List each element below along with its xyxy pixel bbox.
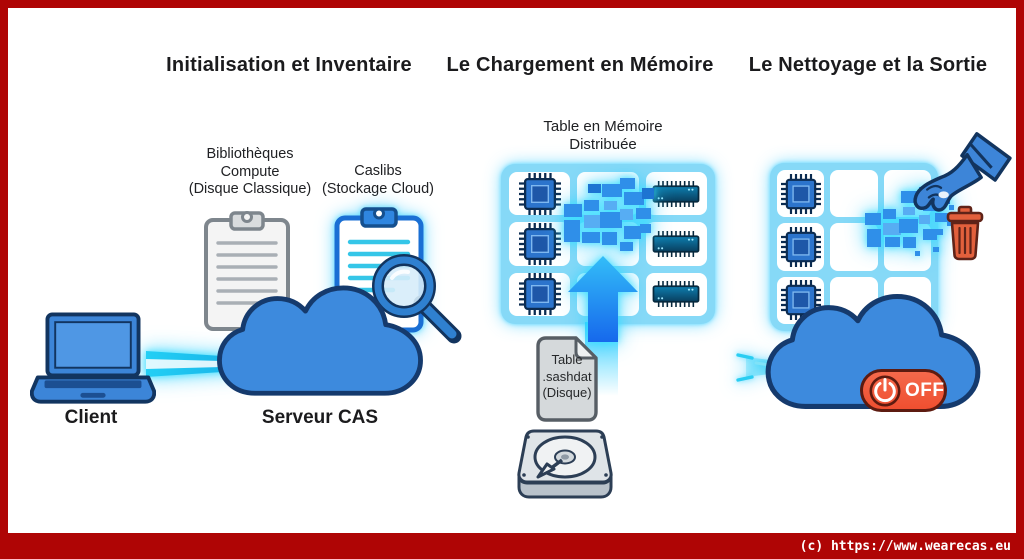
data-blocks-icon	[564, 178, 654, 251]
ram-module-icon	[650, 281, 702, 307]
footer-bar: (c) https://www.wearecas.eu	[0, 533, 1024, 559]
label-bibliotheques-compute: Bibliothèques Compute (Disque Classique)	[188, 146, 312, 198]
copyright-text: (c) https://www.wearecas.eu	[799, 538, 1011, 554]
load-to-memory-arrow-icon	[568, 256, 638, 342]
cpu-chip-icon	[519, 173, 561, 215]
cpu-chip-icon	[519, 223, 561, 265]
grid-cell	[509, 222, 571, 266]
diagram-canvas: Initialisation et Inventaire Le Chargeme…	[8, 8, 1016, 533]
section-title-nettoyage: Le Nettoyage et la Sortie	[748, 54, 988, 76]
label-caslibs: Caslibs (Stockage Cloud)	[321, 163, 435, 197]
grid-cell	[509, 272, 571, 316]
ram-module-icon	[650, 231, 702, 257]
power-icon	[869, 375, 901, 407]
cpu-chip-icon	[781, 174, 821, 214]
cpu-chip-icon	[781, 227, 821, 267]
label-serveur-cas: Serveur CAS	[261, 407, 379, 428]
section-title-chargement: Le Chargement en Mémoire	[446, 54, 714, 76]
label-table-en-memoire: Table en Mémoire Distribuée	[543, 118, 663, 154]
grid-cell	[777, 170, 825, 218]
hard-disk-icon	[517, 429, 613, 499]
grid-cell	[645, 172, 707, 216]
grid-cell	[645, 222, 707, 266]
power-off-toggle: OFF	[860, 369, 947, 412]
off-label: OFF	[905, 379, 945, 401]
client-laptop-icon	[30, 312, 156, 404]
cleanup-hand-icon	[913, 132, 1012, 212]
grid-cell	[830, 170, 878, 218]
ram-module-icon	[650, 181, 702, 207]
grid-cell	[777, 223, 825, 271]
section-title-initialisation: Initialisation et Inventaire	[166, 54, 412, 76]
cas-server-cloud-icon	[204, 284, 436, 402]
magnifier-icon	[372, 254, 462, 344]
grid-cell	[645, 272, 707, 316]
grid-cell	[509, 172, 571, 216]
trash-can-icon	[946, 205, 984, 261]
label-sashdat-file: Table .sashdat (Disque)	[542, 352, 592, 401]
cpu-chip-icon	[519, 273, 561, 315]
label-client: Client	[64, 407, 118, 428]
sashdat-file-icon	[536, 336, 598, 422]
